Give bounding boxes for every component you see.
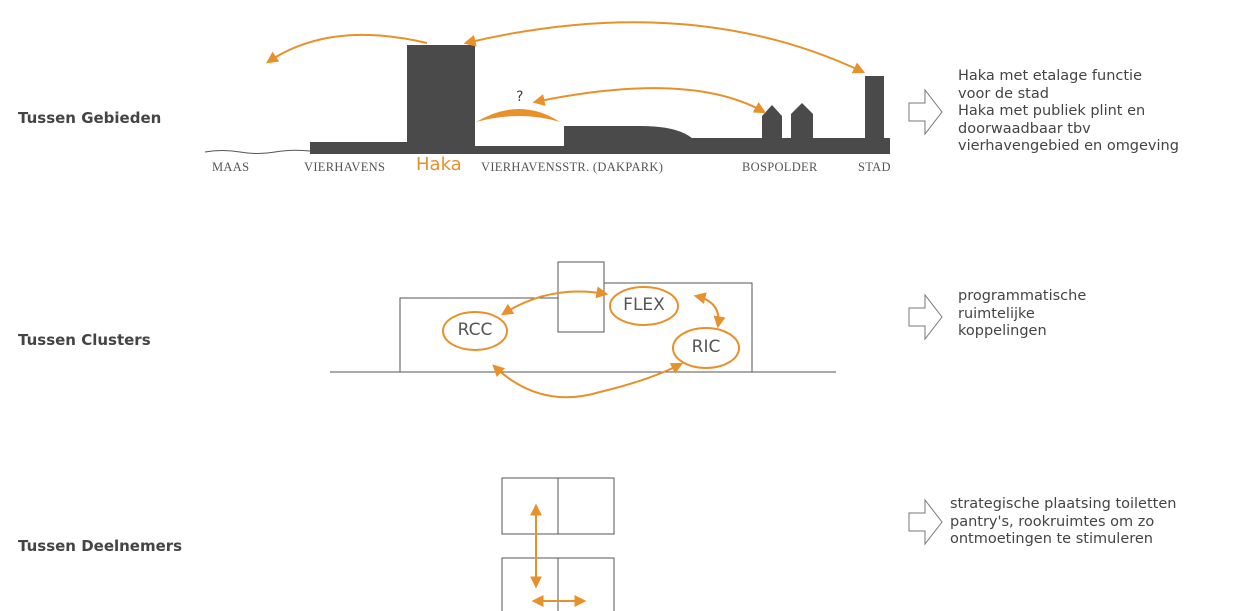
cluster-arrows bbox=[492, 286, 726, 399]
place-dakpark: VIERHAVENSSTR. (DAKPARK) bbox=[481, 160, 664, 174]
cluster-label-rcc: RCC bbox=[457, 320, 493, 340]
cluster-label-ric: RIC bbox=[691, 337, 721, 357]
place-bospolder: BOSPOLDER bbox=[742, 160, 818, 174]
skyline-arrows bbox=[266, 21, 866, 114]
question-mark: ? bbox=[516, 89, 524, 105]
outline-right-arrow-icon bbox=[908, 293, 943, 341]
arrow-haka-to-maas bbox=[266, 33, 428, 64]
bospolder-house-2 bbox=[791, 103, 813, 138]
participant-arrows bbox=[530, 503, 587, 607]
place-haka-highlight: Haka bbox=[416, 154, 462, 175]
flex-node bbox=[609, 286, 679, 326]
place-vierhavens: VIERHAVENS bbox=[304, 160, 386, 174]
outline-right-arrow-icon bbox=[908, 88, 943, 136]
arrow-dakpark-to-bospolder bbox=[532, 87, 767, 114]
arrow-flex-ric bbox=[693, 292, 726, 329]
arrow-rcc-ric bbox=[492, 362, 684, 399]
rcc-node bbox=[442, 311, 508, 351]
row-label-clusters: Tussen Clusters bbox=[18, 331, 151, 349]
bospolder-house-1 bbox=[762, 105, 782, 138]
arrow-icon-3 bbox=[908, 498, 943, 546]
stad-tower bbox=[865, 76, 884, 154]
haka-tower bbox=[407, 45, 475, 154]
skyline-section bbox=[204, 45, 890, 154]
maas-water-line bbox=[204, 149, 311, 154]
row-label-gebieden: Tussen Gebieden bbox=[18, 109, 162, 127]
dakpark-mound bbox=[476, 109, 560, 122]
cluster-label-flex: FLEX bbox=[623, 295, 665, 315]
arrow-icon-1 bbox=[908, 88, 943, 136]
row-label-deelnemers: Tussen Deelnemers bbox=[18, 537, 183, 555]
note-gebieden: Haka met etalage functie voor de stad Ha… bbox=[958, 68, 1179, 154]
ground-strip bbox=[690, 138, 890, 154]
note-clusters: programmatische ruimtelijke koppelingen bbox=[958, 288, 1087, 339]
arrow-icon-2 bbox=[908, 293, 943, 341]
note-deelnemers: strategische plaatsing toiletten pantry'… bbox=[950, 496, 1177, 547]
ground-base bbox=[474, 146, 566, 154]
outline-right-arrow-icon bbox=[908, 498, 943, 546]
vierhavens-base bbox=[310, 142, 410, 154]
arrow-rcc-flex bbox=[500, 286, 609, 316]
arrow-haka-to-stad bbox=[463, 21, 866, 74]
place-maas: MAAS bbox=[212, 160, 250, 174]
right-volume bbox=[604, 282, 753, 372]
clusters-section bbox=[330, 261, 836, 373]
core-volume bbox=[557, 261, 605, 333]
place-stad: STAD bbox=[858, 160, 891, 174]
participants-section bbox=[501, 477, 615, 611]
